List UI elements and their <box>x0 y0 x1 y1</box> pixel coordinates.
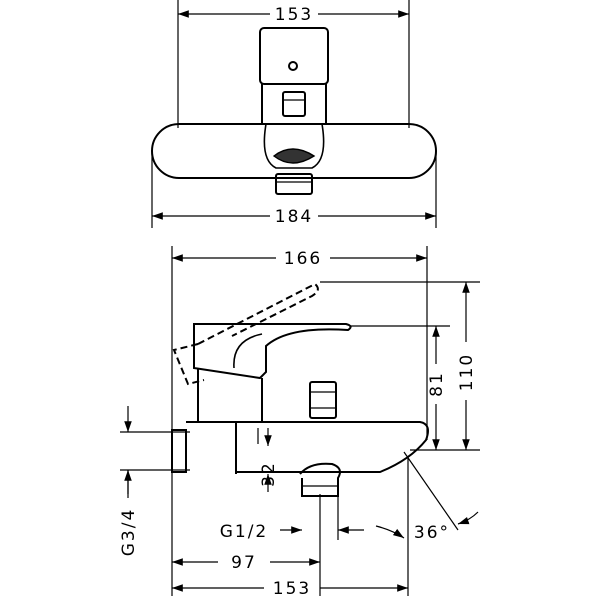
top-handle-screw <box>288 61 298 71</box>
dim-label-side-spout-projection: 153 <box>273 579 311 599</box>
dim-side-angle: 36° <box>375 511 479 543</box>
dim-label-side-spout-offset: 32 <box>259 461 279 487</box>
side-spout <box>186 421 429 473</box>
top-body <box>151 123 437 179</box>
top-handle-block <box>259 27 329 85</box>
dim-side-outlet-pos: 97 <box>172 553 320 573</box>
side-wall-nut <box>171 429 187 473</box>
dim-label-side-height-total: 110 <box>457 353 477 391</box>
dim-side-outlet-thread: G1/2 <box>220 522 364 542</box>
side-view <box>171 282 429 497</box>
dim-side-height-total: 110 <box>457 282 477 450</box>
dim-label-side-height-spout: 81 <box>427 371 447 397</box>
top-diverter-knob <box>282 91 306 117</box>
dim-side-height-spout: 81 <box>427 326 447 450</box>
dim-label-side-depth: 166 <box>284 249 322 269</box>
dim-label-top-overall: 184 <box>275 207 313 227</box>
dim-side-depth: 166 <box>172 249 427 269</box>
dim-top-width: 153 <box>178 5 409 25</box>
dim-side-inlet-thread: G3/4 <box>119 406 139 556</box>
side-handle-open <box>172 282 319 386</box>
dim-top-overall: 184 <box>152 207 436 227</box>
dim-label-side-angle: 36° <box>414 523 450 543</box>
dim-label-top-width: 153 <box>275 5 313 25</box>
top-outlet <box>275 173 313 195</box>
side-outlet <box>299 462 341 497</box>
top-aerator <box>272 148 316 164</box>
side-handle <box>193 323 352 380</box>
dim-label-side-outlet-pos: 97 <box>231 553 257 573</box>
side-diverter <box>309 381 337 419</box>
dim-side-spout-offset: 32 <box>259 428 279 492</box>
dim-label-side-outlet-thread: G1/2 <box>220 522 269 542</box>
dim-side-spout-projection: 153 <box>172 579 408 599</box>
side-cartridge <box>197 368 263 422</box>
top-view <box>151 0 437 228</box>
dim-label-side-inlet-thread: G3/4 <box>119 508 139 557</box>
top-spout <box>263 123 325 169</box>
